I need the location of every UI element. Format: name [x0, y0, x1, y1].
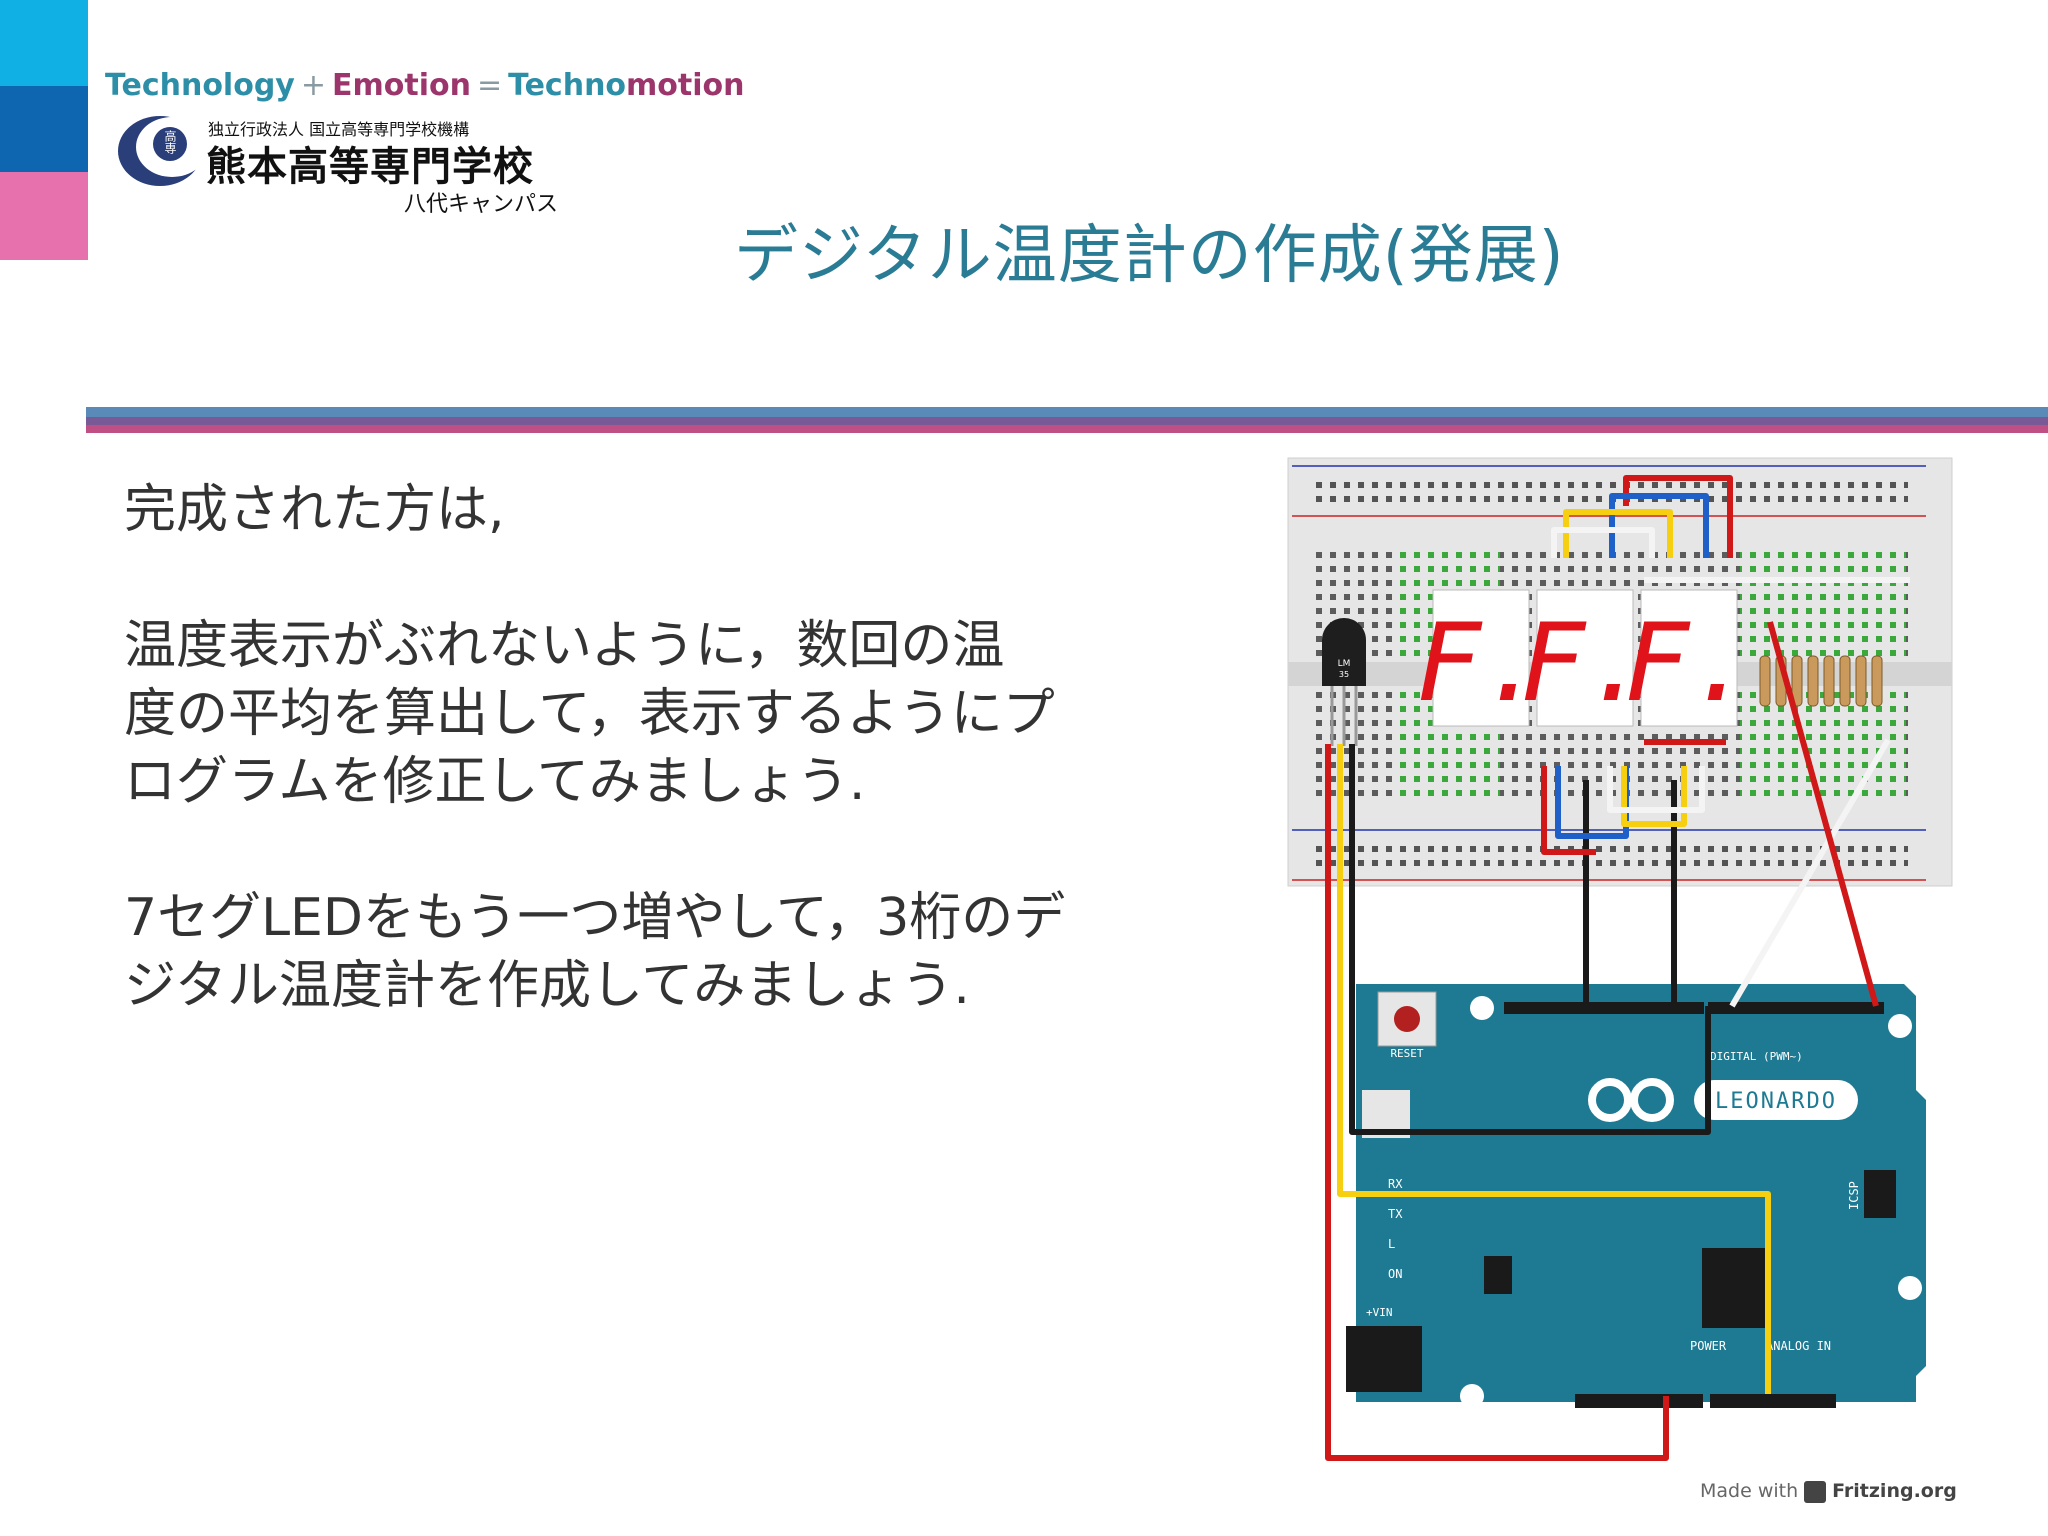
- tagline-result-techno: Techno: [508, 68, 627, 103]
- credit-brand: Fritzing.org: [1832, 1480, 1957, 1502]
- slide-title: デジタル温度計の作成(発展): [734, 219, 1565, 293]
- led-label-tx: TX: [1388, 1207, 1403, 1221]
- school-logo-icon: 高専: [118, 116, 206, 186]
- org-name: 独立行政法人 国立高等専門学校機構: [208, 120, 470, 139]
- campus-name: 八代キャンパス: [404, 192, 559, 217]
- tagline-equals: =: [476, 68, 503, 103]
- logo-mark-text: 高専: [163, 129, 177, 154]
- school-name: 熊本高等専門学校: [206, 144, 534, 190]
- sensor-label-line-2: 35: [1339, 670, 1349, 679]
- digital-label: DIGITAL (PWM~): [1710, 1050, 1803, 1063]
- digit-3: F.: [1624, 601, 1754, 726]
- tagline-technology: Technology: [105, 68, 295, 103]
- slide-body: 完成された方は, 温度表示がぶれないように，数回の温 度の平均を算出して，表示す…: [124, 476, 1104, 1088]
- tagline-emotion: Emotion: [332, 68, 471, 103]
- paragraph-intro: 完成された方は,: [124, 480, 505, 540]
- fritzing-logo-icon: [1804, 1480, 1827, 1503]
- paragraph-three-digit-task: 7セグLEDをもう一つ増やして，3桁のデ ジタル温度計を作成してみましょう.: [124, 888, 1066, 1016]
- paragraph-averaging-task: 温度表示がぶれないように，数回の温 度の平均を算出して，表示するようにプ ログラ…: [124, 616, 1055, 812]
- board-name: LEONARDO: [1715, 1089, 1837, 1114]
- digit-2: F.: [1520, 601, 1650, 726]
- led-label-l: L: [1388, 1237, 1395, 1251]
- reset-label: RESET: [1390, 1047, 1423, 1060]
- corner-block-pink: [0, 172, 88, 260]
- credit-made-with: Made with: [1700, 1480, 1799, 1502]
- divider-bar-pink: [86, 425, 2048, 433]
- corner-block-blue: [0, 86, 88, 172]
- vin-label: +VIN: [1366, 1306, 1393, 1319]
- divider-bar-blue: [86, 407, 2048, 417]
- digit-1: F.: [1416, 601, 1546, 726]
- led-label-rx: RX: [1388, 1177, 1403, 1191]
- corner-block-cyan: [0, 0, 88, 86]
- circuit-diagram: F. F. F. LM 35 RESET DIGITAL (PWM~) LEON…: [1287, 457, 1953, 1461]
- fritzing-credit: Made with Fritzing.org: [1700, 1480, 1957, 1503]
- wires: [1325, 475, 1910, 1461]
- seven-segment-displays: F. F. F.: [1416, 589, 1754, 727]
- temperature-sensor-icon: LM 35: [1322, 618, 1366, 746]
- sensor-label-line-1: LM: [1338, 659, 1351, 669]
- tagline: Technology+Emotion=Technomotion: [105, 68, 745, 103]
- led-label-on: ON: [1388, 1267, 1402, 1281]
- analog-label: ANALOG IN: [1766, 1339, 1831, 1353]
- divider-bar-purple: [86, 417, 2048, 425]
- tagline-result-motion: motion: [626, 68, 745, 103]
- tagline-plus: +: [300, 68, 326, 103]
- power-label: POWER: [1690, 1339, 1727, 1353]
- icsp-label: ICSP: [1847, 1181, 1861, 1210]
